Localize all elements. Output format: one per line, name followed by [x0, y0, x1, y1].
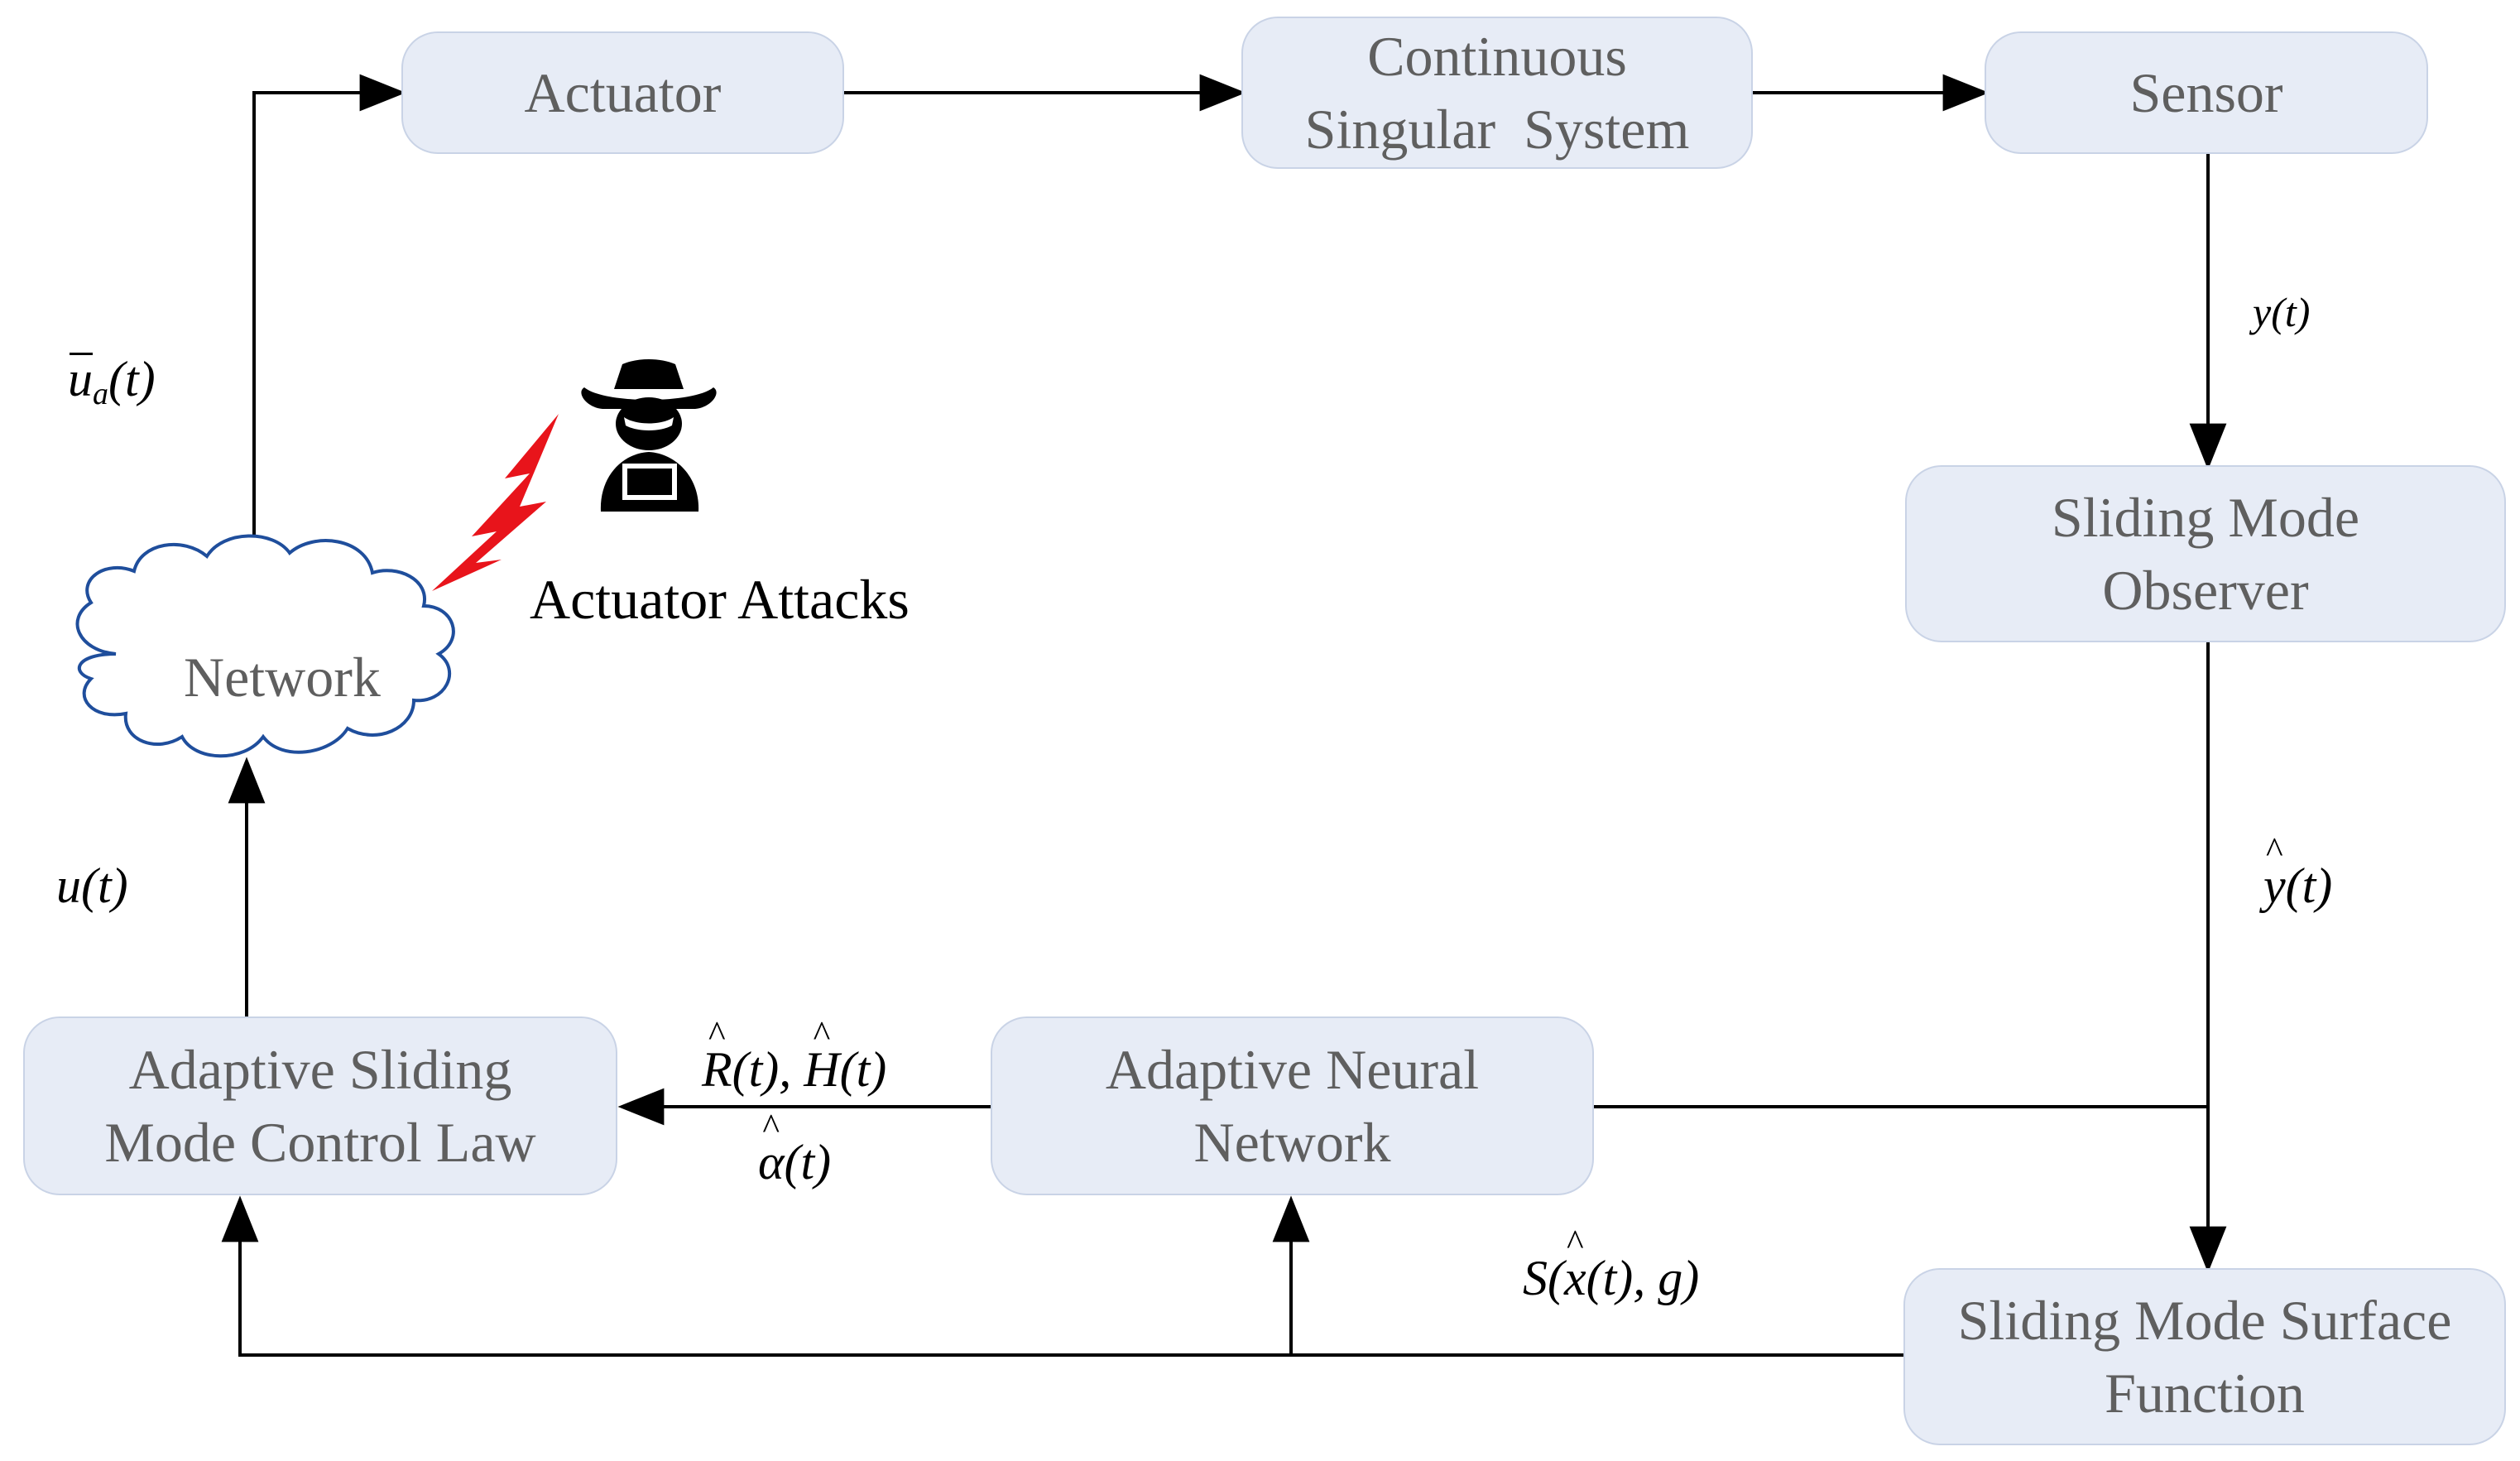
- signal-alpha: α(t): [758, 1137, 831, 1187]
- neural-network-label-line2: Network: [1193, 1111, 1391, 1174]
- sliding-mode-observer-block[interactable]: Sliding Mode Observer: [1905, 465, 2506, 642]
- control-law-label-line1: Adaptive Sliding: [128, 1038, 512, 1101]
- observer-label-line2: Observer: [2102, 559, 2309, 622]
- signal-R-arg: (t),: [732, 1042, 804, 1097]
- actuator-label: Actuator: [524, 61, 722, 124]
- signal-ua: ua(t): [68, 352, 156, 411]
- signal-alpha-arg: (t): [784, 1135, 832, 1189]
- signal-yhat: y(t): [2263, 861, 2332, 911]
- signal-y: y(t): [2253, 289, 2311, 335]
- network-label: Network: [184, 646, 381, 709]
- actuator-block[interactable]: Actuator: [401, 31, 844, 154]
- signal-S-post: (t), g): [1586, 1251, 1700, 1305]
- signal-yhat-arg: (t): [2285, 858, 2333, 913]
- cloud-icon: [75, 534, 455, 758]
- surface-function-label-line2: Function: [2105, 1362, 2305, 1425]
- signal-S: S(x(t), g): [1523, 1253, 1699, 1303]
- signal-S-pre: S(: [1523, 1251, 1564, 1305]
- observer-label-line1: Sliding Mode: [2051, 486, 2360, 549]
- sensor-block[interactable]: Sensor: [1985, 31, 2428, 154]
- signal-ua-arg: (t): [108, 352, 156, 406]
- signal-u: u(t): [56, 858, 128, 913]
- control-law-label-line2: Mode Control Law: [104, 1111, 536, 1174]
- actuator-attacks-label: Actuator Attacks: [530, 568, 910, 631]
- edge-network-to-actuator: [252, 74, 406, 589]
- signal-R-H: R(t), H(t): [702, 1045, 886, 1094]
- hacker-icon: [581, 359, 717, 512]
- surface-function-label-line1: Sliding Mode Surface: [1957, 1289, 2452, 1352]
- signal-ua-base: u: [68, 352, 93, 406]
- signal-ua-sub: a: [93, 377, 108, 411]
- adaptive-sliding-mode-control-law-block[interactable]: Adaptive Sliding Mode Control Law: [23, 1016, 617, 1195]
- continuous-singular-system-block[interactable]: Continuous Singular System: [1241, 17, 1753, 169]
- signal-yhat-base: y: [2263, 861, 2286, 911]
- neural-network-label-line1: Adaptive Neural: [1105, 1038, 1480, 1101]
- signal-H-base: H: [804, 1045, 839, 1094]
- signal-alpha-base: α: [758, 1137, 785, 1187]
- adaptive-neural-network-block[interactable]: Adaptive Neural Network: [991, 1016, 1594, 1195]
- lightning-icon: [432, 414, 559, 591]
- signal-H-arg: (t): [839, 1042, 887, 1097]
- signal-R-base: R: [702, 1045, 732, 1094]
- signal-S-x: x: [1564, 1253, 1586, 1303]
- sensor-label: Sensor: [2129, 61, 2283, 124]
- system-label-line2: Singular System: [1304, 98, 1690, 161]
- edge-surface-to-control-law: [221, 1195, 1903, 1357]
- system-label-line1: Continuous: [1367, 25, 1627, 88]
- sliding-mode-surface-function-block[interactable]: Sliding Mode Surface Function: [1903, 1268, 2506, 1445]
